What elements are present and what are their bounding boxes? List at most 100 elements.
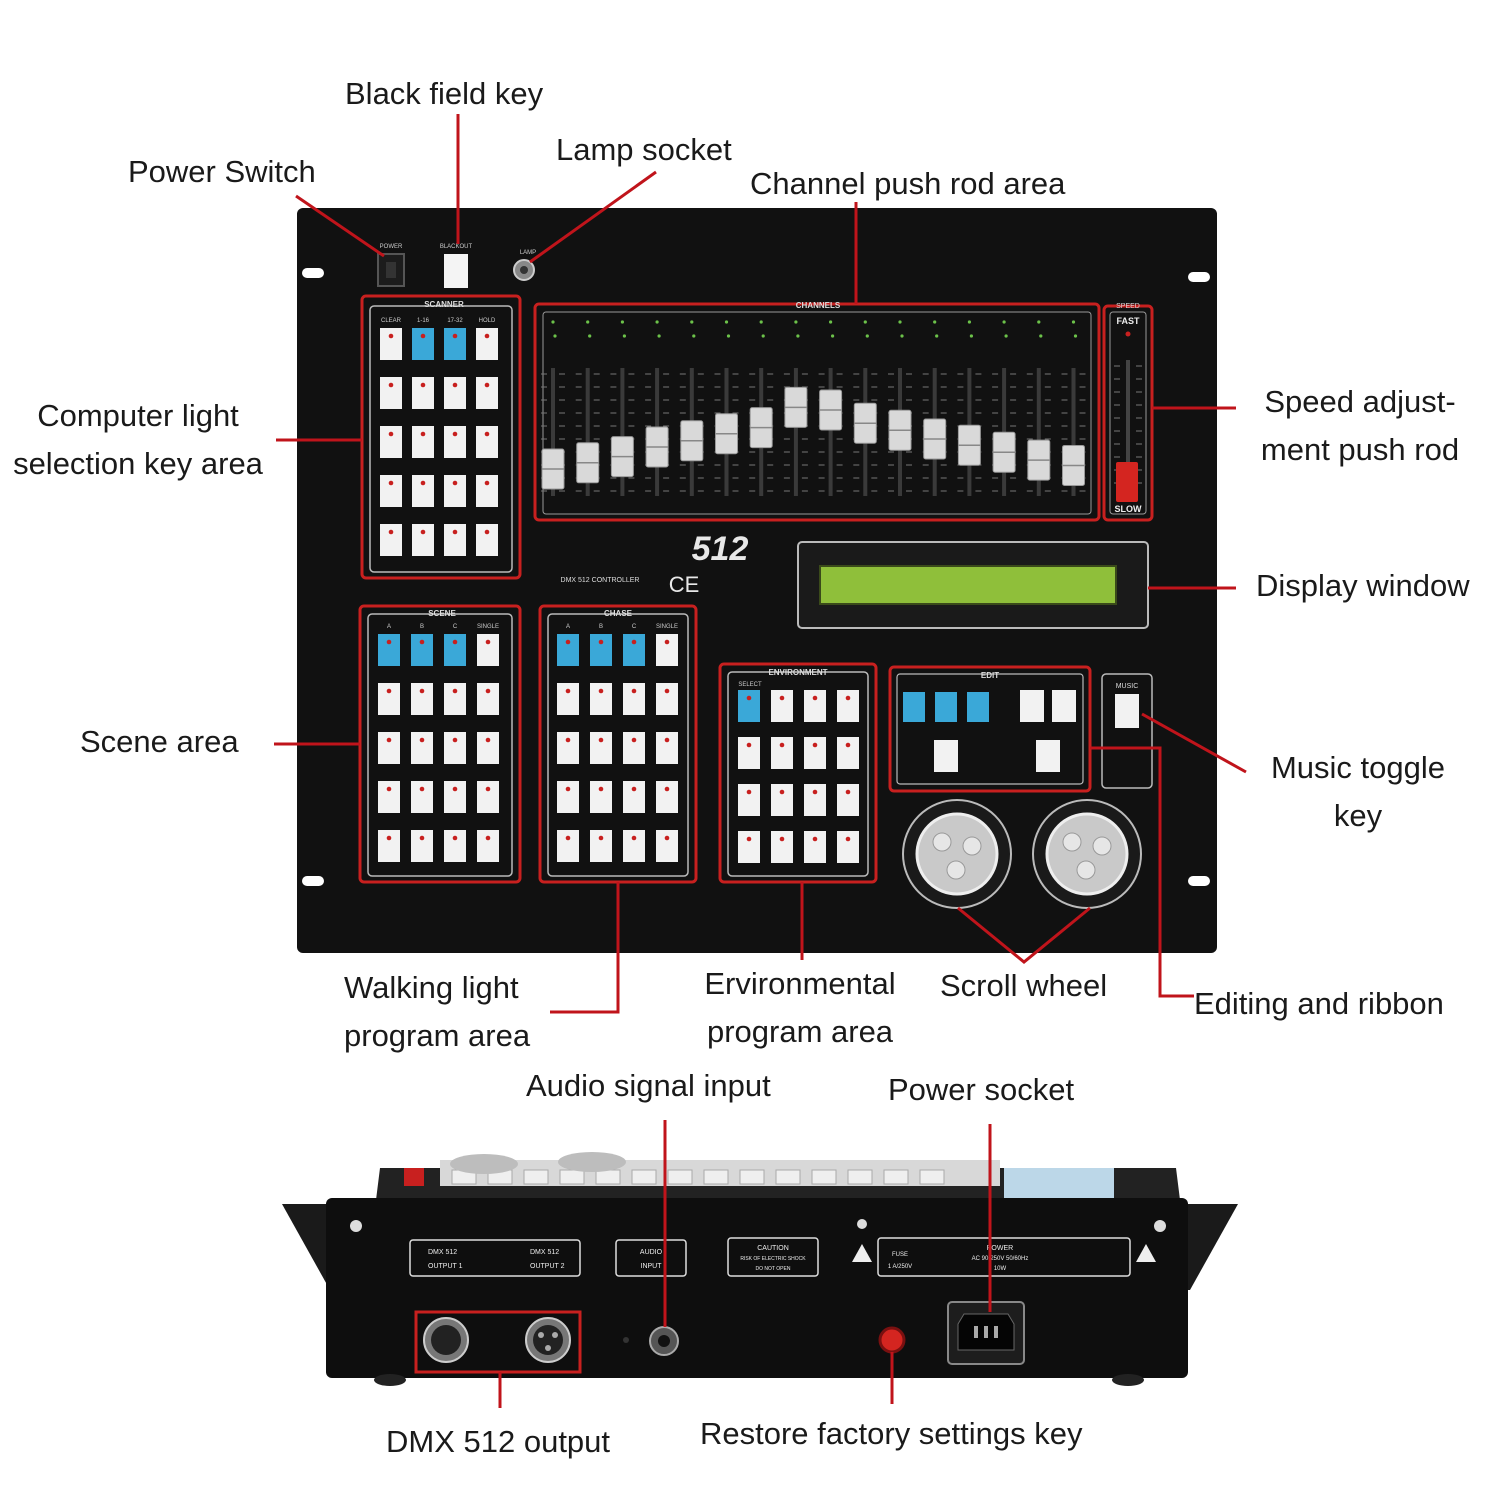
scene-key-r4-c2[interactable] [411, 781, 433, 813]
blackout-key[interactable] [444, 254, 468, 288]
edit-key-2[interactable] [935, 692, 957, 722]
scanner-key-r3-c2[interactable] [412, 426, 434, 458]
scene-key-r2-c4[interactable] [477, 683, 499, 715]
chase-key-r2-c3[interactable] [623, 683, 645, 715]
scene-key-r3-c4[interactable] [477, 732, 499, 764]
chase-key-r5-c2[interactable] [590, 830, 612, 862]
scanner-key-r1-c4[interactable] [476, 328, 498, 360]
scanner-key-r2-c2[interactable] [412, 377, 434, 409]
edit-key-6[interactable] [934, 740, 958, 772]
environment-key-r2-c3[interactable] [804, 737, 826, 769]
scanner-key-r3-c1[interactable] [380, 426, 402, 458]
scene-key-r5-c2[interactable] [411, 830, 433, 862]
power-switch[interactable] [377, 253, 405, 287]
chase-key-r5-c1[interactable] [557, 830, 579, 862]
chase-key-r4-c3[interactable] [623, 781, 645, 813]
scene-key-r4-c1[interactable] [378, 781, 400, 813]
chase-key-r1-c4[interactable] [656, 634, 678, 666]
chase-key-r1-c1[interactable] [557, 634, 579, 666]
chase-key-r1-c3[interactable] [623, 634, 645, 666]
environment-key-r1-c4[interactable] [837, 690, 859, 722]
chase-key-r1-c2[interactable] [590, 634, 612, 666]
scanner-key-r5-c1[interactable] [380, 524, 402, 556]
scanner-key-r2-c1[interactable] [380, 377, 402, 409]
scene-key-r2-c1[interactable] [378, 683, 400, 715]
chase-key-r3-c3[interactable] [623, 732, 645, 764]
scene-key-r4-c3[interactable] [444, 781, 466, 813]
speed-section-frame [1102, 304, 1154, 522]
chase-key-r2-c4[interactable] [656, 683, 678, 715]
audio-input-jack[interactable] [649, 1326, 679, 1356]
channel-led-1 [551, 320, 555, 324]
edit-key-4[interactable] [1020, 690, 1044, 722]
edit-key-5[interactable] [1052, 690, 1076, 722]
scanner-key-r5-c4[interactable] [476, 524, 498, 556]
environment-key-r4-c4[interactable] [837, 831, 859, 863]
scene-key-r1-c2[interactable] [411, 634, 433, 666]
edit-key-3[interactable] [967, 692, 989, 722]
scene-key-r2-c3[interactable] [444, 683, 466, 715]
dmx-output-2-connector[interactable] [525, 1317, 571, 1363]
environment-key-r1-c1[interactable] [738, 690, 760, 722]
scanner-key-r4-c4[interactable] [476, 475, 498, 507]
environment-key-r1-c3[interactable] [804, 690, 826, 722]
chase-key-r5-c3[interactable] [623, 830, 645, 862]
scene-led-r2-c4 [485, 688, 491, 694]
scene-key-r5-c4[interactable] [477, 830, 499, 862]
environment-key-r3-c4[interactable] [837, 784, 859, 816]
speed-fader-knob[interactable] [1116, 462, 1138, 502]
environment-key-r4-c2[interactable] [771, 831, 793, 863]
scanner-key-r2-c4[interactable] [476, 377, 498, 409]
edit-key-7[interactable] [1036, 740, 1060, 772]
chase-key-r3-c4[interactable] [656, 732, 678, 764]
chase-key-r4-c2[interactable] [590, 781, 612, 813]
scene-key-r3-c3[interactable] [444, 732, 466, 764]
chase-key-r4-c1[interactable] [557, 781, 579, 813]
scanner-key-r4-c3[interactable] [444, 475, 466, 507]
chase-key-r3-c2[interactable] [590, 732, 612, 764]
scanner-key-r3-c4[interactable] [476, 426, 498, 458]
scroll-wheel-right[interactable] [1032, 799, 1142, 909]
dmx-output-1-connector[interactable] [423, 1317, 469, 1363]
scene-led-r2-c1 [386, 688, 392, 694]
scene-key-r1-c4[interactable] [477, 634, 499, 666]
chase-key-r5-c4[interactable] [656, 830, 678, 862]
scene-key-r3-c2[interactable] [411, 732, 433, 764]
scanner-key-r5-c2[interactable] [412, 524, 434, 556]
environment-key-r2-c4[interactable] [837, 737, 859, 769]
scanner-key-r4-c2[interactable] [412, 475, 434, 507]
environment-key-r4-c1[interactable] [738, 831, 760, 863]
chase-key-r2-c2[interactable] [590, 683, 612, 715]
restore-factory-button[interactable] [878, 1326, 906, 1354]
chase-key-r4-c4[interactable] [656, 781, 678, 813]
chase-key-r2-c1[interactable] [557, 683, 579, 715]
scanner-key-r3-c3[interactable] [444, 426, 466, 458]
environment-key-r3-c3[interactable] [804, 784, 826, 816]
environment-key-r3-c1[interactable] [738, 784, 760, 816]
scanner-key-r4-c1[interactable] [380, 475, 402, 507]
scene-key-r5-c3[interactable] [444, 830, 466, 862]
scanner-key-r2-c3[interactable] [444, 377, 466, 409]
scanner-key-r5-c3[interactable] [444, 524, 466, 556]
power-socket[interactable] [947, 1301, 1025, 1365]
scene-key-r2-c2[interactable] [411, 683, 433, 715]
scene-key-r3-c1[interactable] [378, 732, 400, 764]
environment-key-r2-c1[interactable] [738, 737, 760, 769]
scene-key-r4-c4[interactable] [477, 781, 499, 813]
scanner-key-r1-c3[interactable] [444, 328, 466, 360]
environment-key-r2-c2[interactable] [771, 737, 793, 769]
scene-key-r1-c3[interactable] [444, 634, 466, 666]
scene-key-r1-c1[interactable] [378, 634, 400, 666]
chase-key-r3-c1[interactable] [557, 732, 579, 764]
scroll-wheel-left[interactable] [902, 799, 1012, 909]
lamp-socket[interactable] [513, 259, 535, 281]
environment-key-r1-c2[interactable] [771, 690, 793, 722]
edit-key-1[interactable] [903, 692, 925, 722]
scanner-led-r1-c4 [484, 333, 490, 339]
environment-key-r4-c3[interactable] [804, 831, 826, 863]
environment-key-r3-c2[interactable] [771, 784, 793, 816]
scene-key-r5-c1[interactable] [378, 830, 400, 862]
scanner-key-r1-c1[interactable] [380, 328, 402, 360]
music-toggle-key[interactable] [1115, 694, 1139, 728]
scanner-key-r1-c2[interactable] [412, 328, 434, 360]
